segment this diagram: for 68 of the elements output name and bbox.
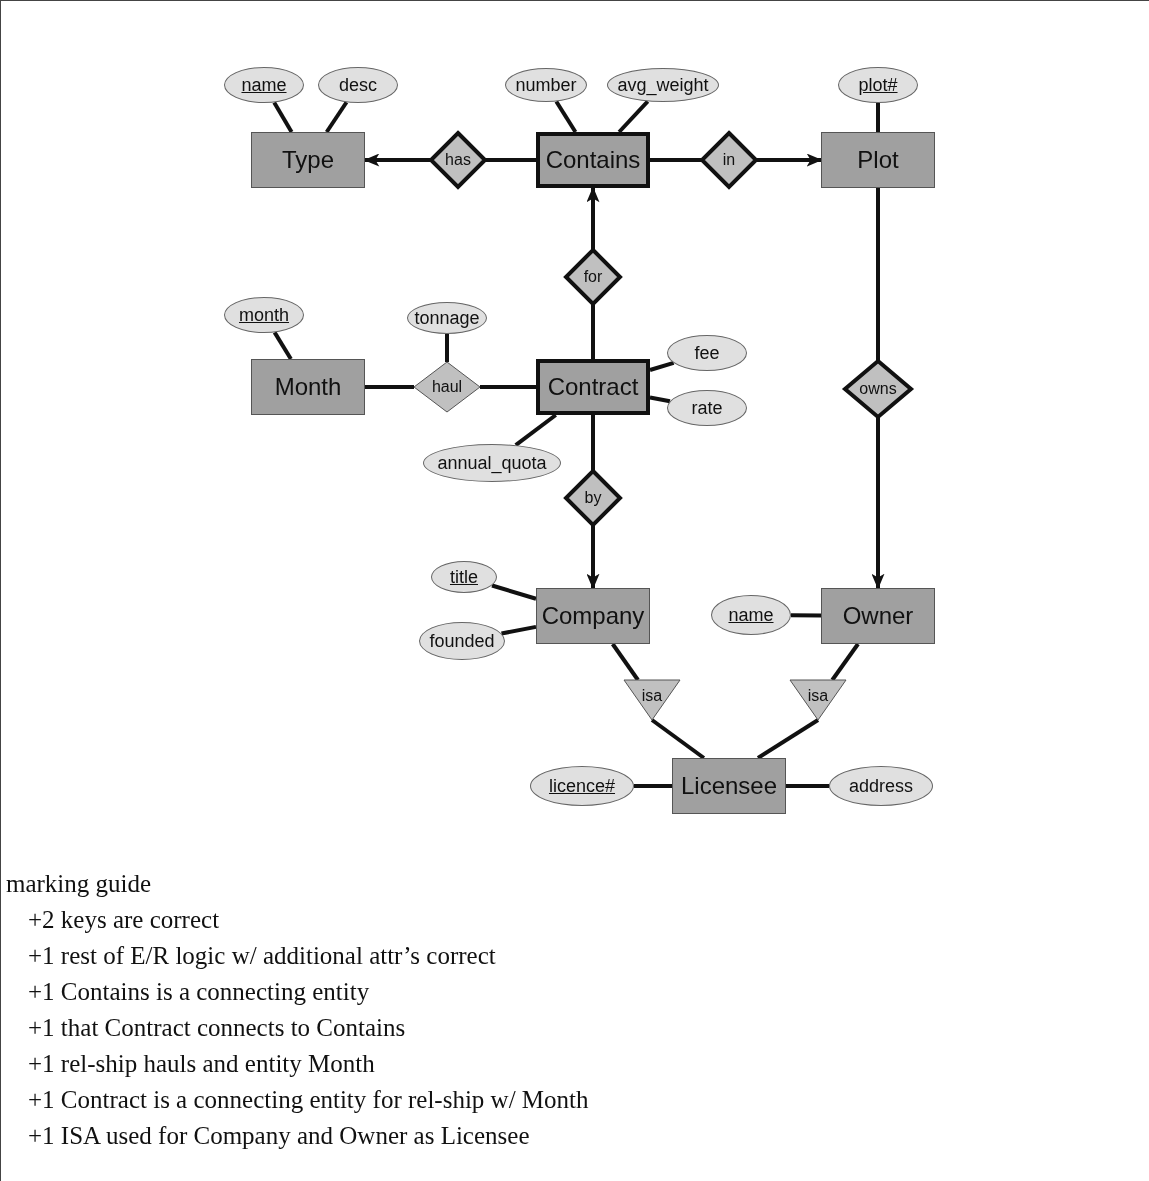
guide-heading: marking guide <box>6 869 152 899</box>
attribute-ellipse: annual_quota <box>423 444 561 482</box>
guide-item: +1 ISA used for Company and Owner as Licensee <box>27 1121 530 1151</box>
entity-box: Owner <box>821 588 935 644</box>
guide-item: +1 rest of E/R logic w/ additional attr’s correct <box>27 941 496 971</box>
attribute-ellipse: month <box>224 297 304 333</box>
connector-line <box>591 415 595 471</box>
arrow <box>871 417 885 590</box>
connector-line <box>617 100 650 134</box>
relationship-diamond: in <box>702 133 756 187</box>
isa-triangle: isa <box>624 680 680 720</box>
connector-line <box>325 101 349 134</box>
connector-line <box>491 583 537 601</box>
arrow <box>363 153 431 167</box>
connector-line <box>756 718 820 760</box>
attribute-ellipse: title <box>431 561 497 593</box>
guide-item: +1 that Contract connects to Contains <box>27 1013 406 1043</box>
attribute-ellipse: name <box>711 595 791 635</box>
connector-line <box>876 103 880 132</box>
connector-line <box>830 642 860 682</box>
entity-box: Contains <box>536 132 650 188</box>
arrow <box>586 525 600 590</box>
connector-line <box>485 158 536 162</box>
entity-box: Plot <box>821 132 935 188</box>
attribute-ellipse: founded <box>419 622 505 660</box>
connector-line <box>272 331 293 361</box>
connector-line <box>480 385 536 389</box>
connector-line <box>649 395 671 404</box>
attribute-ellipse: address <box>829 766 933 806</box>
connector-line <box>634 784 672 788</box>
attribute-ellipse: avg_weight <box>607 68 719 102</box>
relationship-diamond: by <box>566 471 620 525</box>
connector-line <box>445 334 449 362</box>
connector-line <box>649 361 675 372</box>
connector-line <box>650 718 706 760</box>
entity-box: Licensee <box>672 758 786 814</box>
connector-line <box>611 642 640 682</box>
connector-line <box>554 100 578 134</box>
relationship-diamond: for <box>566 250 620 304</box>
attribute-ellipse: rate <box>667 390 747 426</box>
guide-item: +1 Contract is a connecting entity for rel-ship w/ Month <box>27 1085 589 1115</box>
entity-box: Type <box>251 132 365 188</box>
attribute-ellipse: name <box>224 67 304 103</box>
connector-line <box>591 304 595 359</box>
arrow <box>756 153 823 167</box>
connector-line <box>650 158 702 162</box>
connector-line <box>501 624 537 636</box>
attribute-ellipse: licence# <box>530 766 634 806</box>
attribute-ellipse: fee <box>667 335 747 371</box>
guide-item: +1 Contains is a connecting entity <box>27 977 370 1007</box>
connector-line <box>272 101 294 133</box>
isa-triangle: isa <box>790 680 846 720</box>
relationship-diamond: has <box>431 133 485 187</box>
arrow <box>586 186 600 250</box>
entity-box: Company <box>536 588 650 644</box>
guide-item: +2 keys are correct <box>27 905 220 935</box>
attribute-ellipse: desc <box>318 67 398 103</box>
connector-line <box>365 385 414 389</box>
attribute-ellipse: tonnage <box>407 302 487 334</box>
connector-line <box>790 613 821 618</box>
guide-item: +1 rel-ship hauls and entity Month <box>27 1049 375 1079</box>
attribute-ellipse: plot# <box>838 67 918 103</box>
attribute-ellipse: number <box>505 68 587 102</box>
entity-box: Contract <box>536 359 650 415</box>
connector-line <box>786 784 829 788</box>
entity-box: Month <box>251 359 365 415</box>
relationship-diamond: haul <box>414 362 480 412</box>
connector-line <box>876 188 880 361</box>
